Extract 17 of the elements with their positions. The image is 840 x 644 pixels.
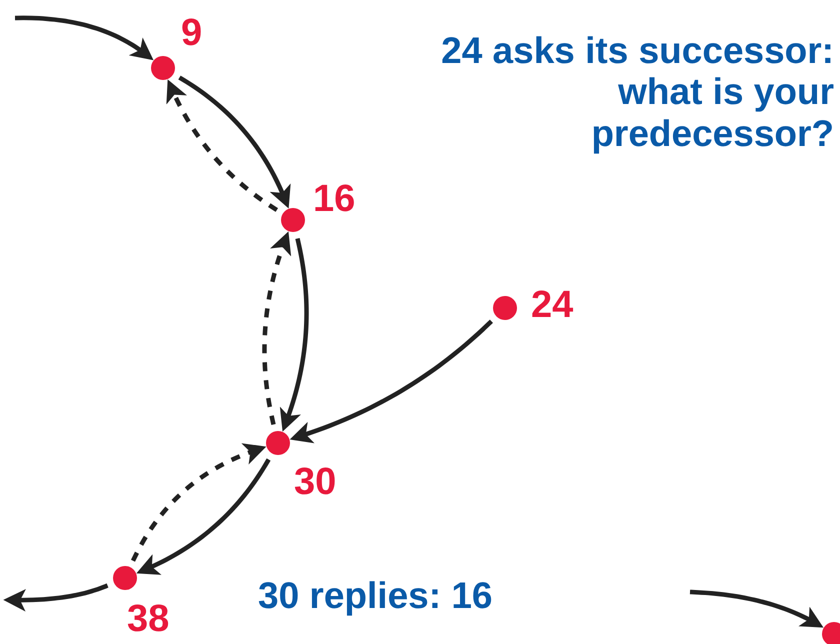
arrow bbox=[3, 583, 110, 612]
node-number: 24 bbox=[531, 286, 574, 324]
dashed-arrow bbox=[262, 231, 292, 426]
arrow bbox=[178, 76, 291, 209]
arrow bbox=[280, 238, 309, 432]
node-number: 9 bbox=[181, 14, 202, 52]
caption-text: 24 asks its successor: what is your predecessor? bbox=[440, 30, 834, 154]
caption-text: 30 replies: 16 bbox=[258, 575, 494, 616]
arrow bbox=[290, 320, 493, 444]
node-number: 16 bbox=[313, 180, 356, 218]
arrow bbox=[136, 458, 271, 575]
dashed-arrow bbox=[166, 79, 278, 212]
arrow bbox=[14, 16, 154, 60]
node-number: 38 bbox=[127, 600, 170, 638]
arrow bbox=[689, 590, 824, 628]
node-number: 30 bbox=[294, 463, 336, 501]
dashed-arrow bbox=[130, 443, 266, 562]
